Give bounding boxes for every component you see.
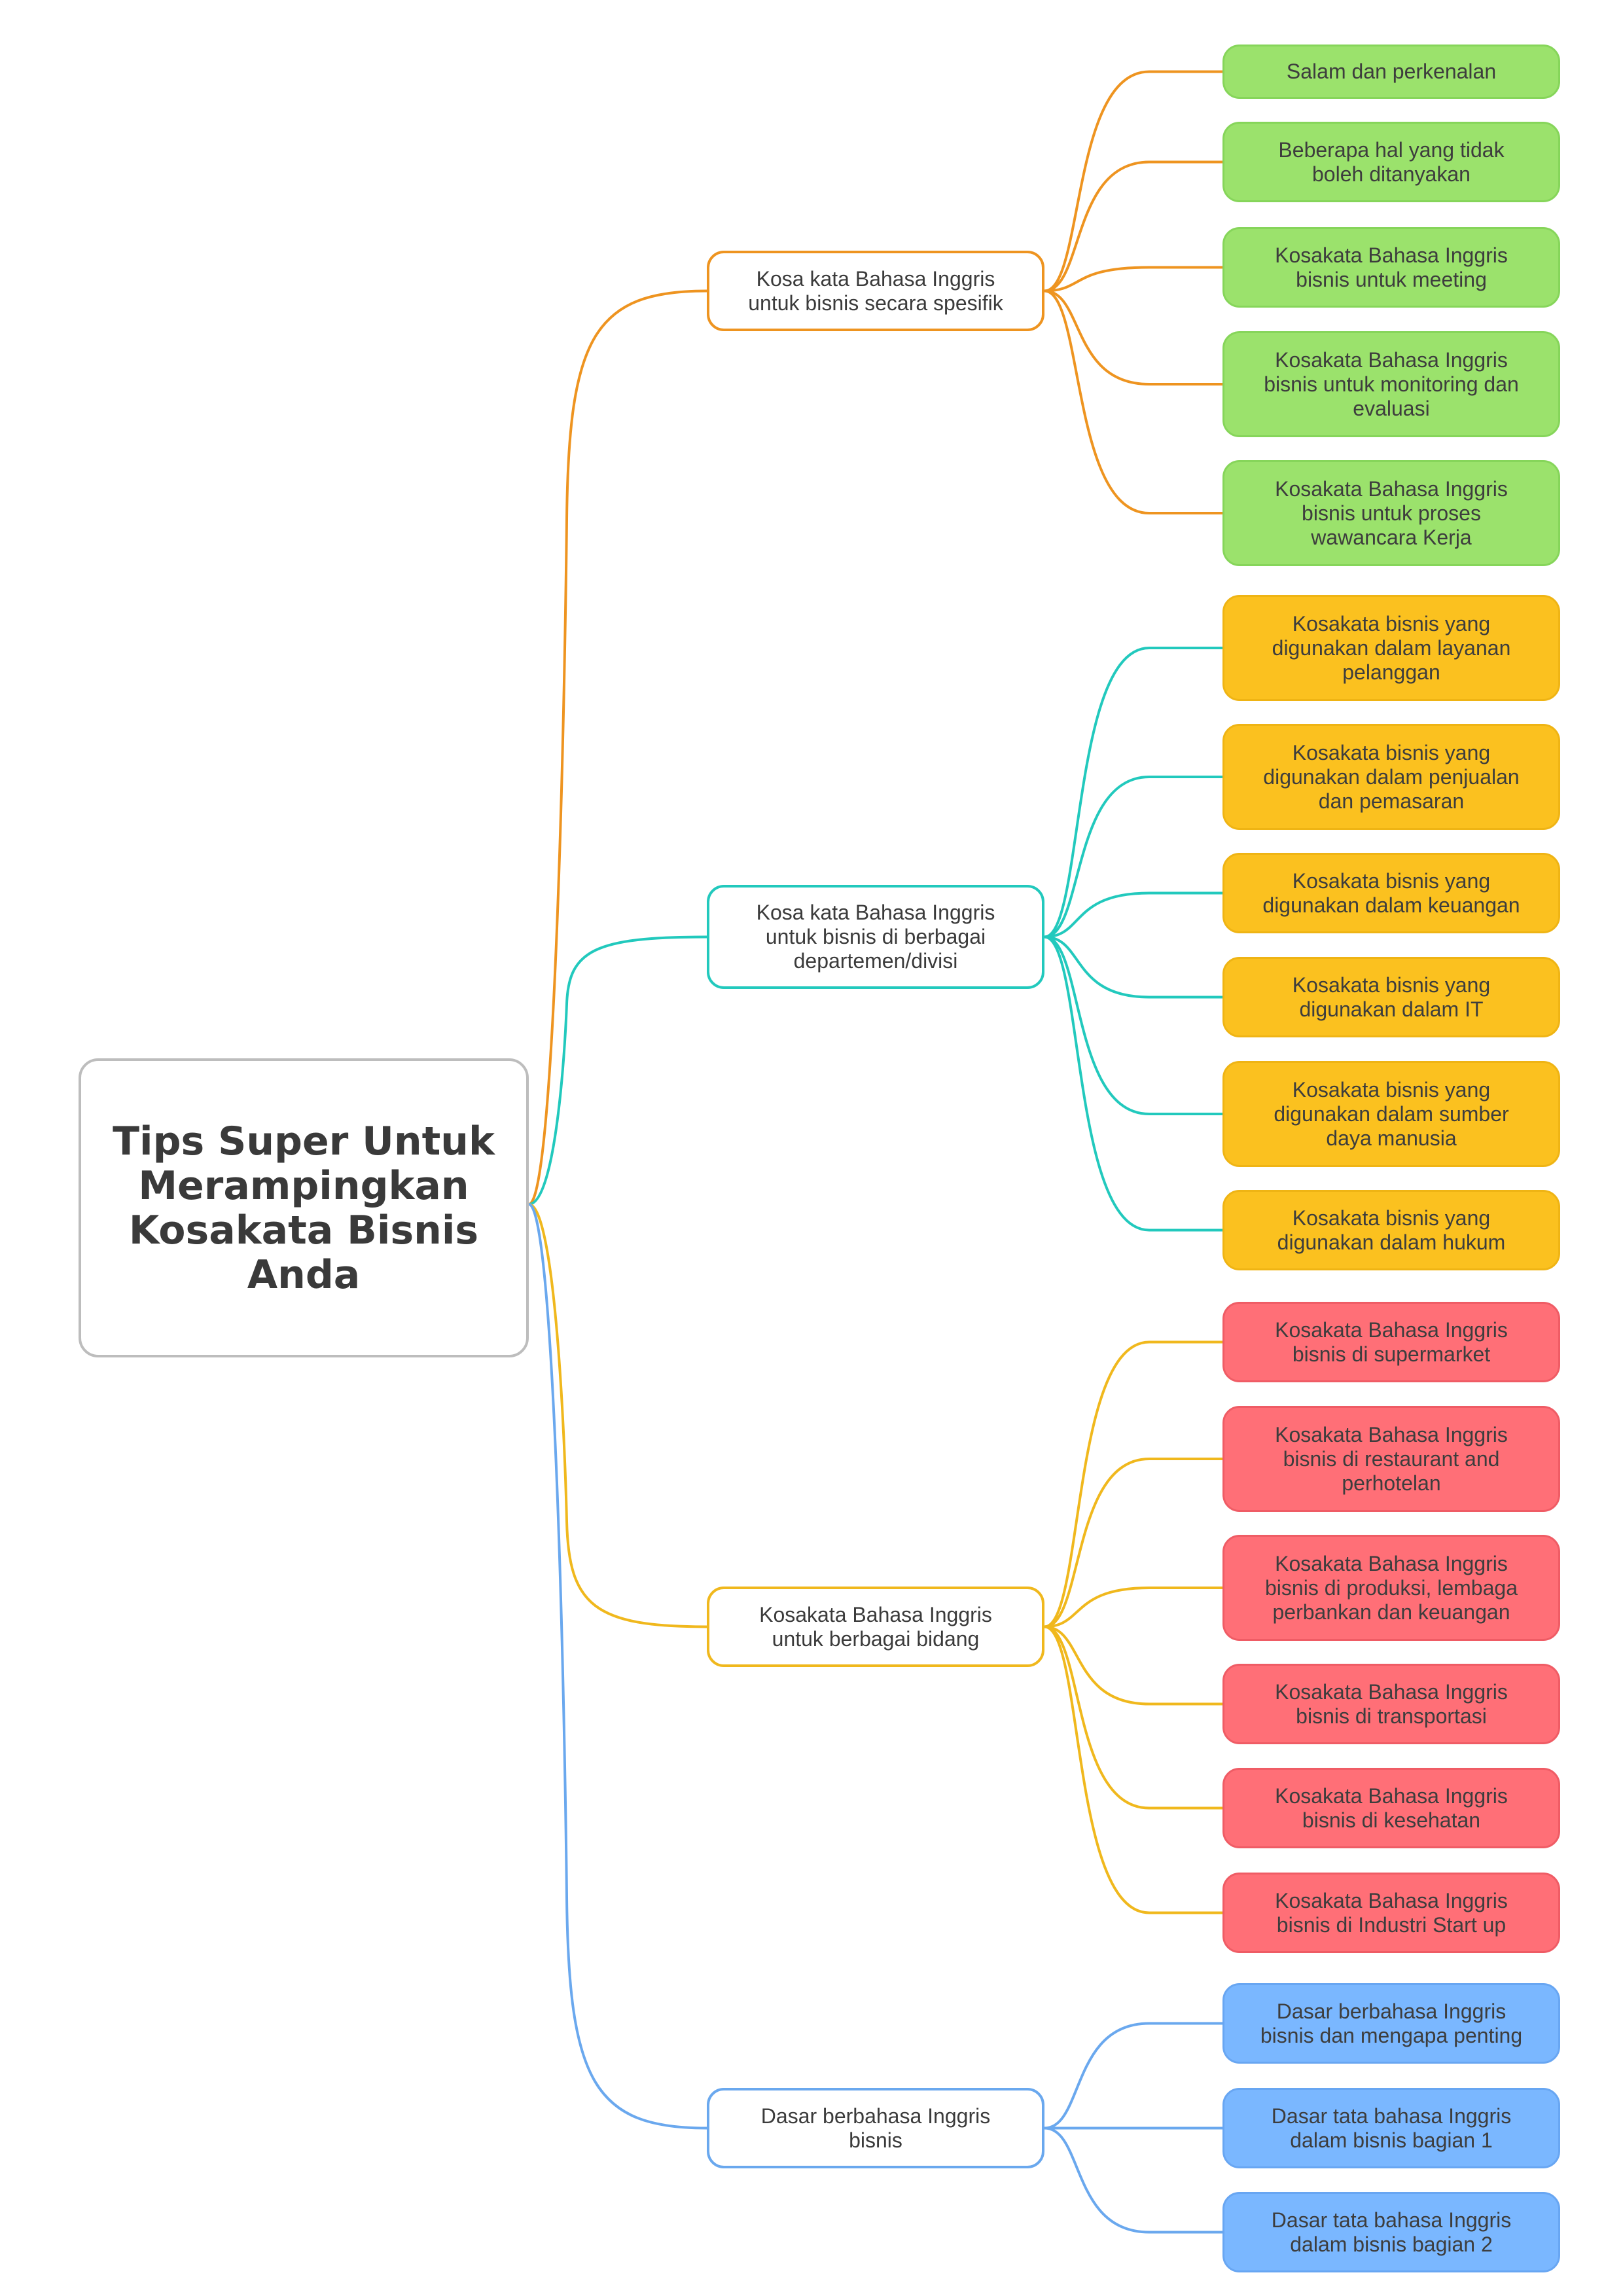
leaf-topic-label: Dasar tata bahasa Inggris dalam bisnis b…: [1271, 2208, 1512, 2256]
connector-branch-to-leaf: [1044, 776, 1222, 939]
connector-branch-to-leaf: [1044, 70, 1222, 293]
branch-topic-label: Kosa kata Bahasa Inggris untuk bisnis di…: [756, 901, 995, 973]
leaf-topic[interactable]: Beberapa hal yang tidak boleh ditanyakan: [1222, 122, 1560, 202]
connector-branch-to-leaf: [1044, 1625, 1222, 1810]
connector-branch-to-leaf: [1044, 2022, 1222, 2130]
connector-root-to-branch: [528, 289, 707, 1206]
connector-root-to-branch: [528, 1203, 707, 1628]
connector-branch-to-leaf: [1044, 1625, 1222, 1914]
connector-branch-to-leaf: [1044, 647, 1222, 939]
leaf-topic[interactable]: Salam dan perkenalan: [1222, 45, 1560, 99]
connector-branch-to-leaf: [1044, 935, 1222, 1115]
leaf-topic[interactable]: Kosakata Bahasa Inggris bisnis di transp…: [1222, 1664, 1560, 1744]
branch-topic-label: Kosa kata Bahasa Inggris untuk bisnis se…: [748, 266, 1003, 315]
leaf-topic-label: Kosakata bisnis yang digunakan dalam lay…: [1272, 611, 1511, 684]
leaf-topic[interactable]: Kosakata bisnis yang digunakan dalam keu…: [1222, 853, 1560, 933]
connector-branch-to-leaf: [1044, 289, 1222, 514]
connector-branch-to-leaf: [1044, 935, 1222, 1232]
connector-branch-to-leaf: [1044, 1587, 1222, 1628]
leaf-topic-label: Kosakata bisnis yang digunakan dalam sum…: [1274, 1077, 1509, 1150]
root-topic-label: Tips Super Untuk Merampingkan Kosakata B…: [113, 1118, 495, 1298]
leaf-topic-label: Kosakata Bahasa Inggris bisnis di Indust…: [1275, 1888, 1508, 1937]
leaf-topic-label: Kosakata bisnis yang digunakan dalam pen…: [1263, 740, 1520, 813]
leaf-topic[interactable]: Kosakata Bahasa Inggris bisnis di keseha…: [1222, 1768, 1560, 1848]
connector-branch-to-leaf: [1044, 289, 1222, 386]
leaf-topic-label: Kosakata Bahasa Inggris bisnis untuk mon…: [1264, 348, 1519, 420]
leaf-topic-label: Kosakata Bahasa Inggris bisnis di superm…: [1275, 1318, 1508, 1366]
leaf-topic[interactable]: Dasar tata bahasa Inggris dalam bisnis b…: [1222, 2192, 1560, 2272]
leaf-topic[interactable]: Kosakata Bahasa Inggris bisnis untuk pro…: [1222, 460, 1560, 566]
leaf-topic-label: Beberapa hal yang tidak boleh ditanyakan: [1278, 137, 1505, 186]
leaf-topic[interactable]: Kosakata Bahasa Inggris bisnis untuk mon…: [1222, 331, 1560, 437]
leaf-topic[interactable]: Kosakata bisnis yang digunakan dalam huk…: [1222, 1190, 1560, 1270]
branch-topic-basics[interactable]: Dasar berbahasa Inggris bisnis: [707, 2088, 1044, 2168]
connector-branch-to-leaf: [1044, 1458, 1222, 1628]
leaf-topic[interactable]: Dasar berbahasa Inggris bisnis dan menga…: [1222, 1983, 1560, 2064]
leaf-topic-label: Kosakata Bahasa Inggris bisnis di restau…: [1275, 1422, 1508, 1495]
leaf-topic-label: Kosakata Bahasa Inggris bisnis di keseha…: [1275, 1784, 1508, 1832]
leaf-topic[interactable]: Kosakata bisnis yang digunakan dalam lay…: [1222, 595, 1560, 701]
leaf-topic-label: Kosakata Bahasa Inggris bisnis untuk pro…: [1275, 476, 1508, 549]
connector-branch-to-leaf: [1044, 891, 1222, 939]
connector-branch-to-leaf: [1044, 935, 1222, 999]
leaf-topic-label: Dasar tata bahasa Inggris dalam bisnis b…: [1271, 2104, 1512, 2152]
leaf-topic[interactable]: Kosakata Bahasa Inggris bisnis di Indust…: [1222, 1873, 1560, 1953]
leaf-topic[interactable]: Kosakata Bahasa Inggris bisnis di produk…: [1222, 1535, 1560, 1641]
leaf-topic[interactable]: Kosakata bisnis yang digunakan dalam pen…: [1222, 724, 1560, 830]
leaf-topic-label: Kosakata Bahasa Inggris bisnis untuk mee…: [1275, 243, 1508, 291]
leaf-topic-label: Kosakata bisnis yang digunakan dalam huk…: [1277, 1206, 1506, 1254]
leaf-topic[interactable]: Kosakata bisnis yang digunakan dalam sum…: [1222, 1061, 1560, 1167]
branch-topic-fields[interactable]: Kosakata Bahasa Inggris untuk berbagai b…: [707, 1587, 1044, 1667]
leaf-topic-label: Kosakata Bahasa Inggris bisnis di transp…: [1275, 1679, 1508, 1728]
connector-root-to-branch: [528, 935, 707, 1206]
root-topic[interactable]: Tips Super Untuk Merampingkan Kosakata B…: [79, 1058, 529, 1357]
branch-topic-departments[interactable]: Kosa kata Bahasa Inggris untuk bisnis di…: [707, 885, 1044, 989]
connector-branch-to-leaf: [1044, 1625, 1222, 1706]
leaf-topic-label: Salam dan perkenalan: [1286, 60, 1497, 83]
connector-branch-to-leaf: [1044, 2126, 1222, 2234]
leaf-topic-label: Dasar berbahasa Inggris bisnis dan menga…: [1260, 1999, 1523, 2047]
connector-branch-to-leaf: [1044, 160, 1222, 293]
leaf-topic-label: Kosakata bisnis yang digunakan dalam keu…: [1262, 869, 1520, 917]
branch-topic-specific-vocabulary[interactable]: Kosa kata Bahasa Inggris untuk bisnis se…: [707, 251, 1044, 331]
connector-branch-to-leaf: [1044, 1340, 1222, 1628]
leaf-topic[interactable]: Kosakata Bahasa Inggris bisnis untuk mee…: [1222, 227, 1560, 308]
connector-branch-to-leaf: [1044, 266, 1222, 293]
leaf-topic-label: Kosakata bisnis yang digunakan dalam IT: [1292, 973, 1491, 1021]
leaf-topic-label: Kosakata Bahasa Inggris bisnis di produk…: [1265, 1551, 1518, 1624]
leaf-topic[interactable]: Kosakata bisnis yang digunakan dalam IT: [1222, 957, 1560, 1037]
connector-root-to-branch: [528, 1203, 707, 2130]
leaf-topic[interactable]: Kosakata Bahasa Inggris bisnis di restau…: [1222, 1406, 1560, 1512]
branch-topic-label: Dasar berbahasa Inggris bisnis: [760, 2104, 991, 2152]
leaf-topic[interactable]: Dasar tata bahasa Inggris dalam bisnis b…: [1222, 2088, 1560, 2168]
branch-topic-label: Kosakata Bahasa Inggris untuk berbagai b…: [759, 1602, 992, 1651]
leaf-topic[interactable]: Kosakata Bahasa Inggris bisnis di superm…: [1222, 1302, 1560, 1382]
